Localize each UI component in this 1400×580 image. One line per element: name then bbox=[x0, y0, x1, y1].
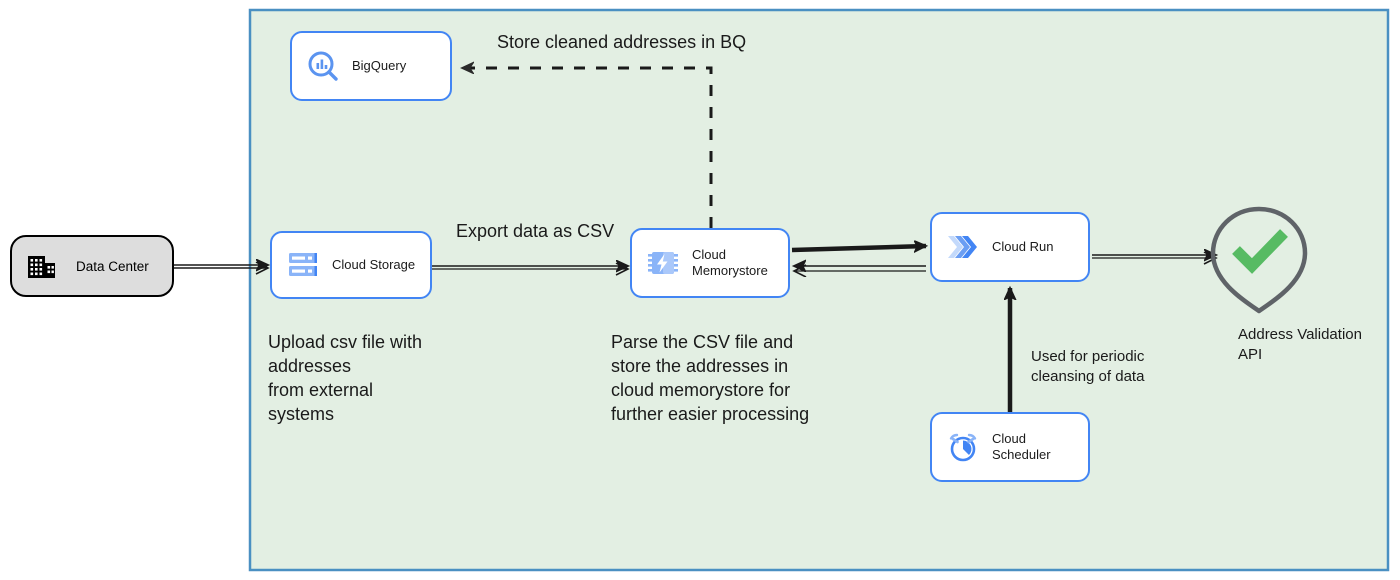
cloud-run-icon bbox=[940, 214, 986, 280]
node-data-center[interactable]: Data Center bbox=[10, 235, 174, 297]
node-label-cloud-storage: Cloud Storage bbox=[332, 256, 416, 272]
edge-label-periodic-cleansing: Used for periodic cleansing of data bbox=[1031, 348, 1145, 385]
google-cloud-boundary bbox=[248, 8, 1390, 572]
node-cloud-memorystore[interactable]: Cloud Memorystore bbox=[630, 228, 790, 298]
node-cloud-run[interactable]: Cloud Run bbox=[930, 212, 1090, 282]
node-label-bigquery: BigQuery bbox=[352, 57, 407, 73]
cloud-memorystore-icon bbox=[640, 230, 686, 296]
bigquery-icon bbox=[300, 33, 346, 99]
node-label-data-center: Data Center bbox=[76, 258, 149, 274]
node-cloud-storage[interactable]: Cloud Storage bbox=[270, 231, 432, 299]
node-label-address-validation-api: Address Validation API bbox=[1238, 326, 1362, 364]
edge-memorystore-to-cloud-run bbox=[791, 246, 926, 250]
node-cloud-scheduler[interactable]: Cloud Scheduler bbox=[930, 412, 1090, 482]
node-label-cloud-scheduler: Cloud Scheduler bbox=[992, 430, 1051, 462]
edge-label-export-csv: Export data as CSV bbox=[456, 221, 615, 241]
edge-label-store-in-bq: Store cleaned addresses in BQ bbox=[497, 32, 747, 52]
map-pin-check-icon bbox=[1210, 206, 1308, 314]
annotation-parse-note: Parse the CSV file and store the address… bbox=[611, 332, 810, 424]
node-bigquery[interactable]: BigQuery bbox=[290, 31, 452, 101]
node-label-cloud-run: Cloud Run bbox=[992, 238, 1054, 254]
cloud-storage-icon bbox=[280, 233, 326, 297]
cloud-scheduler-icon bbox=[940, 414, 986, 480]
edge-cloud-run-to-address-validation-api bbox=[1092, 255, 1216, 258]
edge-datacenter-to-cloud-storage bbox=[174, 265, 268, 268]
node-label-cloud-memorystore: Cloud Memorystore bbox=[692, 246, 768, 278]
edge-memorystore-to-bigquery bbox=[462, 68, 713, 228]
edge-cloud-run-to-memorystore bbox=[794, 266, 926, 271]
data-center-building-icon bbox=[22, 252, 62, 280]
edge-cloud-storage-to-memorystore bbox=[432, 266, 628, 269]
annotation-upload-note: Upload csv file with addresses from exte… bbox=[268, 332, 423, 424]
